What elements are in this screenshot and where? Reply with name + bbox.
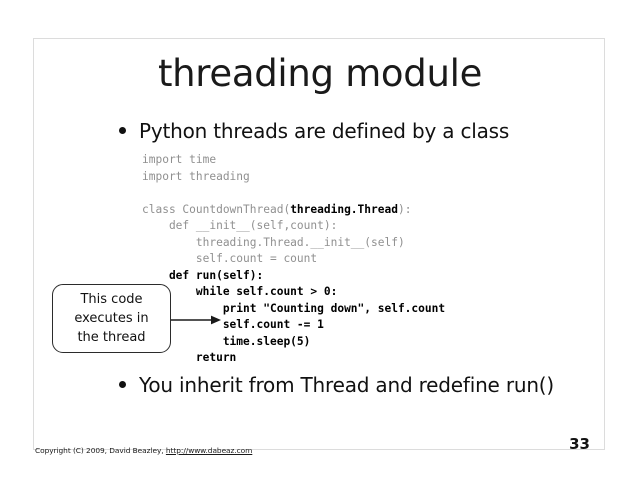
code-span-bold: def run(self): [142, 268, 264, 282]
page-number: 33 [569, 435, 590, 453]
code-listing: import time import threading class Countd… [142, 152, 445, 367]
dabeaz-link[interactable]: http://www.dabeaz.com [165, 446, 253, 455]
code-line: time.sleep(5) [142, 334, 445, 351]
code-span-bold: self.count -= 1 [142, 318, 324, 331]
bullet-label: You inherit from Thread and redefine run… [139, 373, 554, 397]
footer-copyright: Copyright (C) 2009, David Beazley, http:… [35, 446, 252, 455]
callout-line: executes in [74, 311, 149, 326]
bullet-dot-icon [119, 127, 126, 134]
code-line: self.count = count [142, 251, 445, 268]
callout-arrow-icon [171, 315, 221, 325]
bullet-dot-icon [119, 381, 126, 388]
callout-line: This code [80, 292, 143, 307]
code-line: import threading [142, 169, 445, 186]
code-line: return [142, 350, 445, 367]
code-span: import threading [142, 169, 250, 183]
code-span-bold: return [142, 351, 237, 364]
code-span: self.count = count [142, 252, 318, 265]
code-line: self.count -= 1 [142, 317, 445, 334]
bullet-item-python-threads: Python threads are defined by a class [119, 119, 509, 143]
bullet-label: Python threads are defined by a class [139, 119, 510, 143]
code-span: threading.Thread.__init__(self) [142, 235, 405, 249]
bullet-item-inherit-thread: You inherit from Thread and redefine run… [119, 373, 554, 397]
code-line: def run(self): [142, 268, 445, 285]
code-line: def __init__(self,count): [142, 218, 445, 235]
code-span-bold: time.sleep(5) [142, 334, 311, 348]
code-span-bold: while self.count > 0: [142, 285, 338, 298]
code-span-bold: print "Counting down", self.count [142, 301, 446, 315]
slide-frame: threading module Python threads are defi… [33, 38, 605, 455]
code-line [142, 185, 445, 202]
code-span: ): [397, 202, 412, 216]
code-span: import time [142, 153, 217, 166]
code-span: def __init__(self,count): [142, 219, 338, 232]
code-line: import time [142, 152, 445, 169]
copyright-text: Copyright (C) 2009, David Beazley, [35, 446, 164, 455]
callout-line: the thread [77, 330, 146, 345]
code-line: threading.Thread.__init__(self) [142, 235, 445, 252]
page-title: threading module [157, 52, 483, 95]
code-line: while self.count > 0: [142, 284, 445, 301]
code-line: class CountdownThread(threading.Thread): [142, 202, 445, 219]
code-span: class CountdownThread( [142, 202, 291, 216]
callout-box: This code executes in the thread [52, 284, 171, 353]
code-line: print "Counting down", self.count [142, 301, 445, 318]
code-span-bold: threading.Thread [290, 202, 398, 216]
